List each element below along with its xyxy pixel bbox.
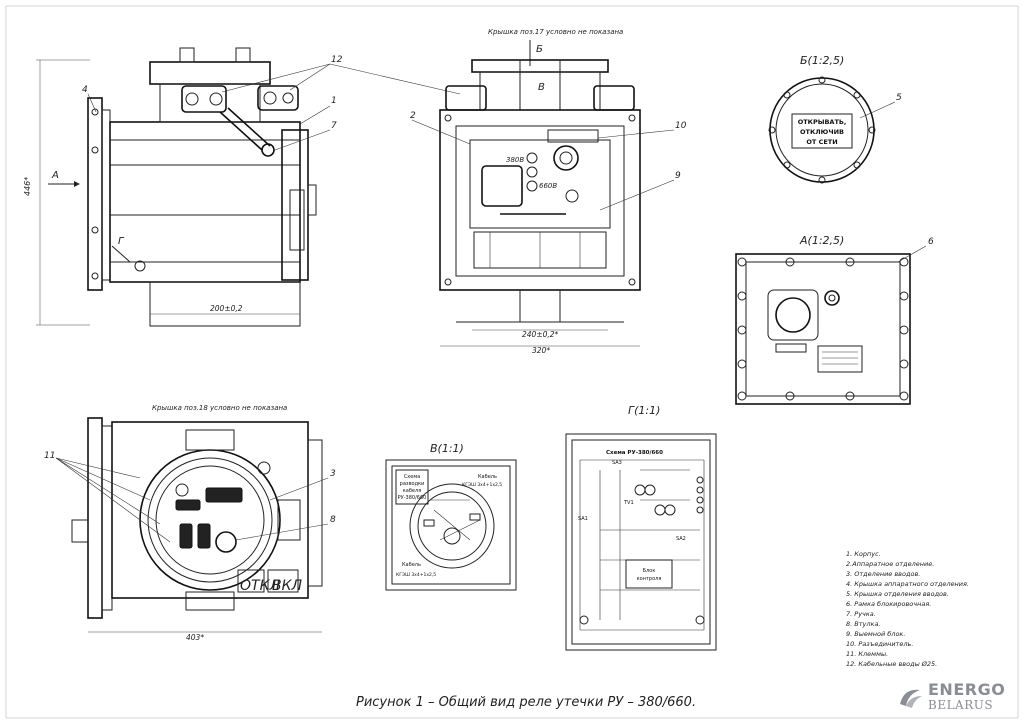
scheme-v-title2: разводки: [400, 481, 425, 487]
legend-item-6: 6. Рамка блокировочная.: [846, 600, 931, 608]
dim-width-bottom: 403*: [186, 633, 204, 642]
legend-item-7: 7. Ручка.: [846, 610, 876, 618]
view-b-title: Б(1:2,5): [800, 54, 844, 67]
switch-380: 380В: [506, 156, 524, 164]
cover-plate-line2: ОТКЛЮЧИВ: [800, 128, 844, 136]
callout-12: 12: [331, 55, 343, 65]
dim-depth: 200±0,2: [210, 304, 243, 313]
view-b: Б(1:2,5) ОТКРЫВАТЬ, ОТКЛЮЧИВ ОТ СЕТИ 5: [768, 54, 902, 184]
scheme-v-cable2: Кабель: [402, 562, 421, 568]
callout-11: 11: [44, 451, 55, 461]
callout-7: 7: [331, 121, 337, 131]
callout-10: 10: [675, 121, 687, 131]
brand-line1: ENERGO: [928, 680, 1006, 699]
cover-plate-line3: ОТ СЕТИ: [806, 138, 837, 146]
scheme-v-cable2-spec: КГЭШ 3х4+1х2,5: [396, 572, 436, 578]
view-a: А(1:2,5) 6: [735, 234, 934, 405]
cover-plate-line1: ОТКРЫВАТЬ,: [798, 118, 847, 126]
view-a-title: А(1:2,5): [799, 234, 844, 247]
legend-item-9: 9. Выемной блок.: [846, 630, 905, 638]
dim-width-inner: 240±0,2*: [522, 330, 559, 339]
scheme-v-cable1: Кабель: [478, 474, 497, 480]
scheme-g-tv1: TV1: [623, 500, 634, 506]
legend-item-11: 11. Клеммы.: [846, 650, 888, 658]
callout-2: 2: [410, 111, 416, 121]
callout-4: 4: [82, 85, 88, 95]
scheme-v-title1: Схема: [404, 474, 420, 480]
legend: 1. Корпус. 2.Аппаратное отделение. 3. От…: [846, 550, 969, 668]
legend-item-4: 4. Крышка аппаратного отделения.: [846, 580, 969, 588]
callout-6: 6: [928, 237, 934, 247]
view-v: В(1:1) Схема разводки кабеля РУ-380/660 …: [385, 442, 517, 591]
legend-item-1: 1. Корпус.: [846, 550, 881, 558]
callout-5: 5: [896, 93, 902, 103]
callout-9: 9: [675, 171, 681, 181]
scheme-g-block2: контроля: [637, 576, 662, 582]
view-g: Г(1:1) Схема РУ-380/660 Блок контроля TV…: [565, 404, 717, 651]
legend-item-8: 8. Втулка.: [846, 620, 881, 628]
brand-logo: ENERGO BELARUS: [892, 678, 1010, 716]
dim-width-outer: 320*: [532, 346, 550, 355]
note-top-cover: Крышка поз.17 условно не показана: [488, 28, 623, 36]
view-g-title: Г(1:1): [628, 404, 660, 417]
section-mark-v: В: [538, 82, 545, 93]
scheme-v-cable1-spec: КГЭШ 3х4+1х2,5: [462, 482, 502, 488]
scheme-g-title: Схема РУ-380/660: [606, 450, 663, 456]
front-view: Крышка поз.17 условно не показана Б В 38…: [410, 28, 687, 355]
dim-height: 446*: [23, 177, 32, 196]
legend-item-12: 12. Кабельные вводы Ø25.: [846, 660, 937, 668]
section-mark-b: Б: [536, 44, 543, 55]
brand-line2: BELARUS: [928, 698, 994, 712]
side-view: 446* А 200±0: [23, 47, 461, 327]
callout-1: 1: [331, 96, 337, 106]
button-off-label: ОТКЛ: [240, 578, 281, 594]
top-view: Крышка поз.18 условно не показана ОТКЛ В…: [44, 404, 336, 642]
switch-660: 660В: [539, 182, 557, 190]
note-bottom-cover: Крышка поз.18 условно не показана: [152, 404, 287, 412]
scheme-g-sa2: SA2: [676, 536, 686, 542]
scheme-v-title4: РУ-380/660: [398, 495, 427, 501]
brand-mark-icon: [900, 689, 922, 708]
callout-3: 3: [330, 469, 336, 479]
section-mark-a: А: [51, 170, 59, 181]
view-v-title: В(1:1): [430, 442, 464, 455]
legend-item-5: 5. Крышка отделения вводов.: [846, 590, 949, 598]
section-mark-g: Г: [118, 236, 125, 247]
sheet-border: [5, 5, 1019, 719]
legend-item-3: 3. Отделение вводов.: [846, 570, 920, 578]
figure-caption: Рисунок 1 – Общий вид реле утечки РУ – 3…: [356, 695, 696, 710]
legend-item-2: 2.Аппаратное отделение.: [846, 560, 934, 568]
callout-8: 8: [330, 515, 336, 525]
button-on-label: ВКЛ: [272, 578, 303, 594]
scheme-g-sa1: SA1: [578, 516, 588, 522]
scheme-g-block: Блок: [643, 568, 656, 574]
legend-item-10: 10. Разъединитель.: [846, 640, 913, 648]
scheme-v-title3: кабеля: [403, 488, 421, 494]
scheme-g-sa3: SA3: [612, 460, 622, 466]
